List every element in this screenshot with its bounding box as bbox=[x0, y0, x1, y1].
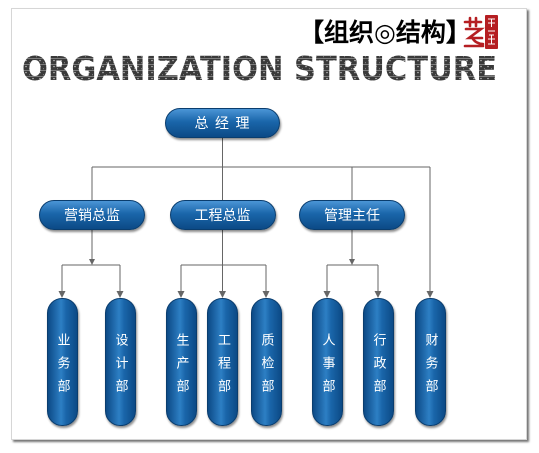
node-department: 设计部 bbox=[104, 298, 136, 426]
subtitle-banner: ORGANIZATION STRUCTURE bbox=[22, 50, 497, 86]
node-label: 质检部 bbox=[258, 332, 274, 402]
node-label: 管理主任 bbox=[324, 208, 380, 224]
node-department: 质检部 bbox=[250, 298, 282, 426]
node-department: 生产部 bbox=[165, 298, 197, 426]
seal-logo bbox=[461, 13, 499, 51]
node-label: 业务部 bbox=[54, 332, 70, 402]
node-department: 人事部 bbox=[311, 298, 343, 426]
node-department: 工程部 bbox=[207, 298, 238, 426]
subtitle-text: ORGANIZATION STRUCTURE bbox=[22, 50, 497, 86]
node-sales-director: 营销总监 bbox=[39, 200, 145, 230]
node-label: 人事部 bbox=[319, 332, 335, 402]
node-department: 行政部 bbox=[362, 298, 394, 426]
node-label: 营销总监 bbox=[64, 208, 120, 224]
node-engineering-director: 工程总监 bbox=[169, 200, 276, 230]
node-department: 业务部 bbox=[46, 298, 78, 426]
node-label: 生产部 bbox=[173, 332, 189, 402]
node-admin-manager: 管理主任 bbox=[299, 200, 405, 230]
node-label: 财务部 bbox=[422, 332, 438, 402]
node-label: 总 经 理 bbox=[194, 116, 251, 132]
node-label: 工程总监 bbox=[194, 208, 251, 224]
node-label: 工程部 bbox=[215, 332, 230, 402]
node-department-finance: 财务部 bbox=[414, 298, 446, 426]
node-general-manager: 总 经 理 bbox=[165, 108, 280, 138]
page-title: 【组织◎结构】 bbox=[299, 18, 471, 47]
node-label: 设计部 bbox=[112, 332, 128, 402]
node-label: 行政部 bbox=[370, 332, 386, 402]
